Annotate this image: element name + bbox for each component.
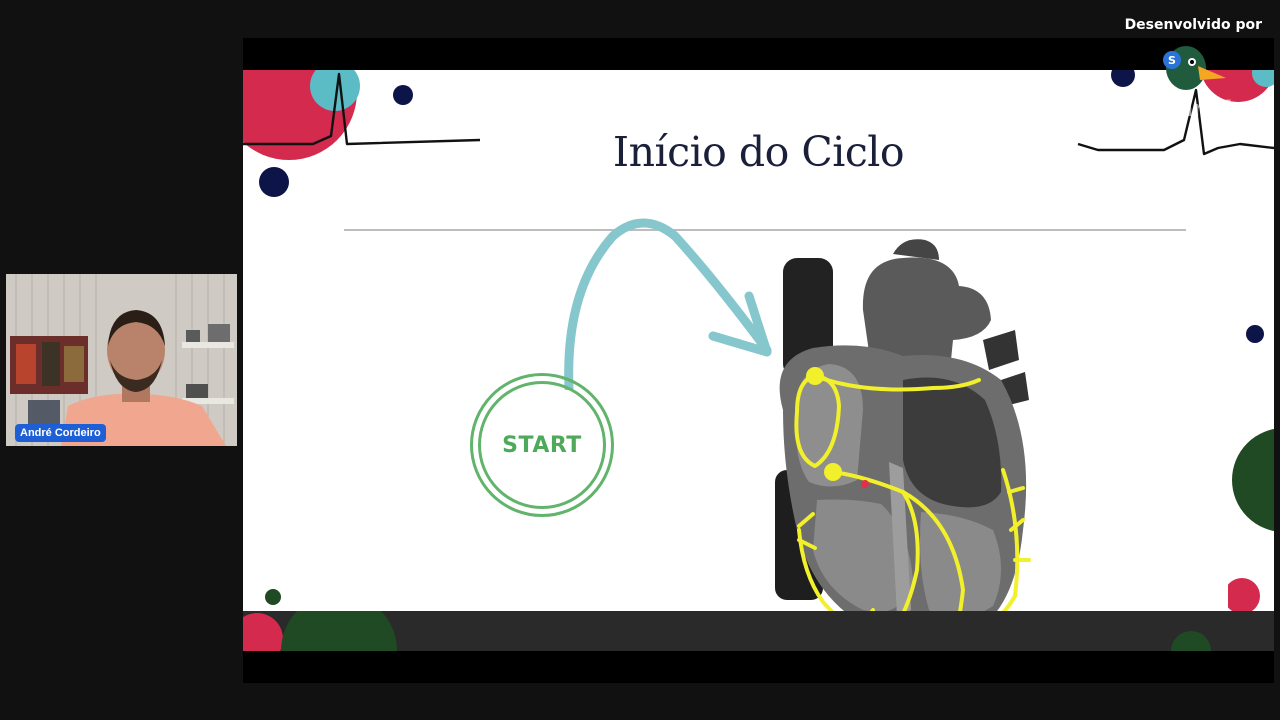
slide-title: Início do Ciclo (612, 128, 905, 176)
curved-arrow (564, 218, 772, 390)
svg-text:S: S (1168, 54, 1176, 67)
participant-camera-tile: André Cordeiro (6, 274, 237, 446)
bottom-left-decoration (265, 589, 281, 605)
title-divider (344, 229, 1186, 231)
participant-video (6, 274, 237, 446)
streamyard-watermark: StreamYard (1128, 97, 1269, 122)
credit-text: Desenvolvido por (1124, 17, 1262, 33)
start-button-label: START (502, 432, 582, 458)
top-left-decoration (243, 70, 481, 197)
participant-name-tag: André Cordeiro (15, 424, 106, 442)
heart-illustration (775, 239, 1031, 642)
start-button[interactable]: START (470, 373, 614, 517)
presentation-slide: Início do Ciclo START (243, 70, 1274, 650)
duck-logo-icon: S (1163, 46, 1226, 90)
right-side-decoration (1228, 325, 1274, 614)
bottom-decoration-strip (243, 611, 1274, 651)
shared-screen: Início do Ciclo START (243, 38, 1274, 683)
